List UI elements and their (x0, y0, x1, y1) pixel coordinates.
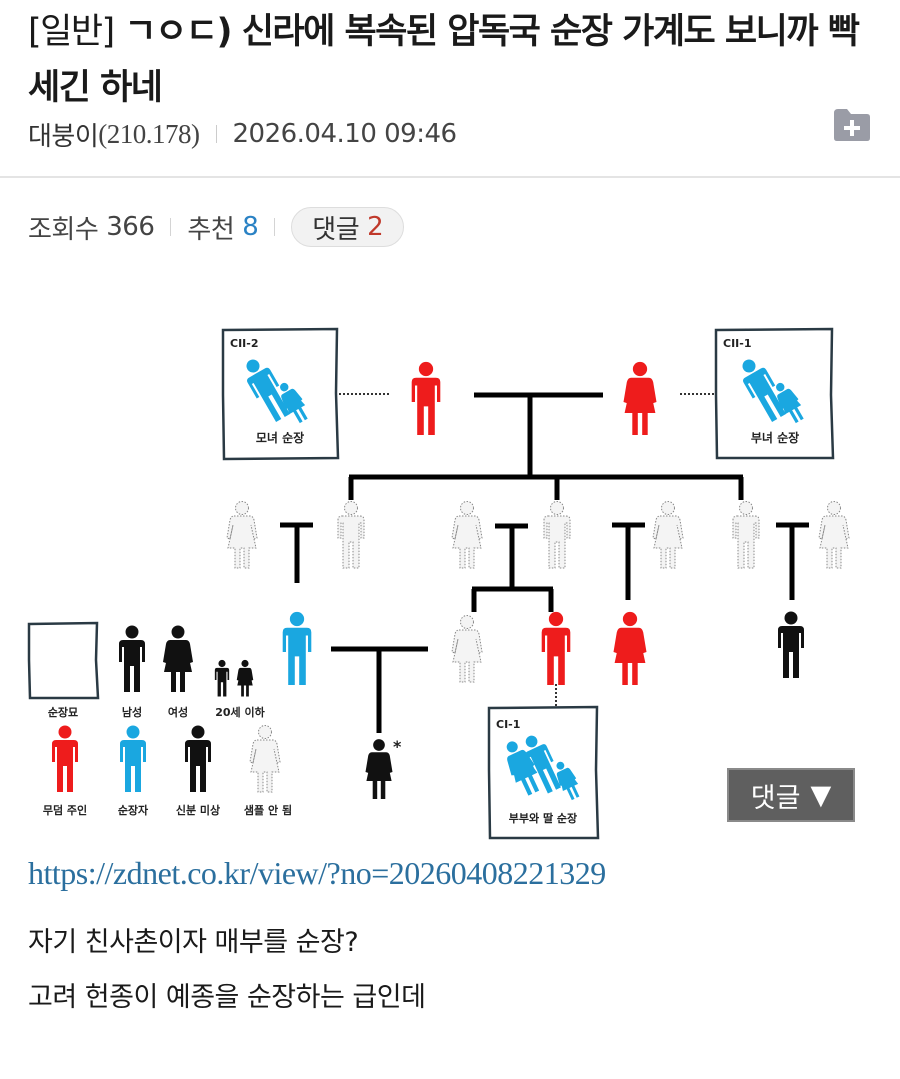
body-text-line: 자기 친사촌이자 매부를 순장? (28, 927, 359, 958)
meta-divider (215, 125, 217, 143)
comments-button[interactable]: 댓글 2 (291, 207, 405, 247)
post-datetime: 2026.04.10 09:46 (232, 119, 458, 149)
body-text-line: 고려 헌종이 예종을 순장하는 급인데 (28, 982, 426, 1013)
svg-text:*: * (393, 737, 402, 756)
floating-comments-label: 댓글 (750, 782, 801, 814)
burial-box-cii2: CII-2 모녀 순장 (221, 327, 340, 461)
family-tree-diagram: CII-2 모녀 순장 CII-1 부녀 순장 (0, 300, 900, 845)
stats-divider (274, 218, 276, 236)
recommend-label: 추천 (187, 214, 235, 245)
svg-text:남성: 남성 (122, 705, 142, 719)
svg-text:부부와 딸 순장: 부부와 딸 순장 (509, 811, 577, 825)
svg-text:부녀 순장: 부녀 순장 (751, 430, 799, 445)
svg-text:무덤 주인: 무덤 주인 (43, 803, 87, 817)
svg-text:신분 미상: 신분 미상 (176, 803, 220, 817)
comments-label: 댓글 (312, 214, 360, 245)
floating-comments-button[interactable]: 댓글 ▼ (727, 768, 855, 822)
source-link[interactable]: https://zdnet.co.kr/view/?no=20260408221… (28, 855, 606, 891)
svg-text:모녀 순장: 모녀 순장 (256, 430, 304, 445)
svg-text:순장자: 순장자 (118, 803, 149, 817)
views-label: 조회수 (28, 214, 99, 245)
author-ip: (210.178) (98, 118, 200, 149)
author-name[interactable]: 대붕이 (28, 121, 99, 152)
svg-text:CI-1: CI-1 (496, 718, 520, 731)
header-divider (0, 176, 900, 178)
views-count: 366 (106, 212, 155, 242)
svg-text:샘플 안 됨: 샘플 안 됨 (244, 803, 292, 817)
svg-text:순장묘: 순장묘 (48, 705, 78, 719)
triangle-down-icon: ▼ (810, 779, 832, 811)
post-stats: 조회수 366 추천 8 댓글 2 (28, 206, 405, 248)
svg-text:CII-1: CII-1 (723, 337, 751, 350)
svg-text:CII-2: CII-2 (230, 337, 258, 350)
svg-text:20세 이하: 20세 이하 (215, 705, 265, 719)
burial-box-cii1: CII-1 부녀 순장 (714, 327, 835, 460)
post-category: [일반] (28, 12, 115, 52)
stats-divider (170, 218, 172, 236)
comments-count: 2 (367, 212, 384, 242)
diagram-legend: 순장묘 남성 여성 20세 이하 무덤 주인 순장자 신분 미상 샘플 안 됨 (27, 621, 292, 817)
post-title: [일반] ㄱㅇㄷ) 신라에 복속된 압독국 순장 가계도 보니까 빡세긴 하네 (28, 4, 878, 116)
post-meta: 대붕이 (210.178) 2026.04.10 09:46 (28, 114, 457, 154)
burial-box-ci1: CI-1 부부와 딸 순장 (487, 705, 600, 840)
recommend-count: 8 (242, 212, 259, 242)
add-to-folder-button[interactable] (832, 107, 872, 143)
svg-text:여성: 여성 (168, 705, 188, 719)
folder-plus-icon (834, 109, 870, 141)
post-title-text: ㄱㅇㄷ) 신라에 복속된 압독국 순장 가계도 보니까 빡세긴 하네 (28, 12, 860, 108)
